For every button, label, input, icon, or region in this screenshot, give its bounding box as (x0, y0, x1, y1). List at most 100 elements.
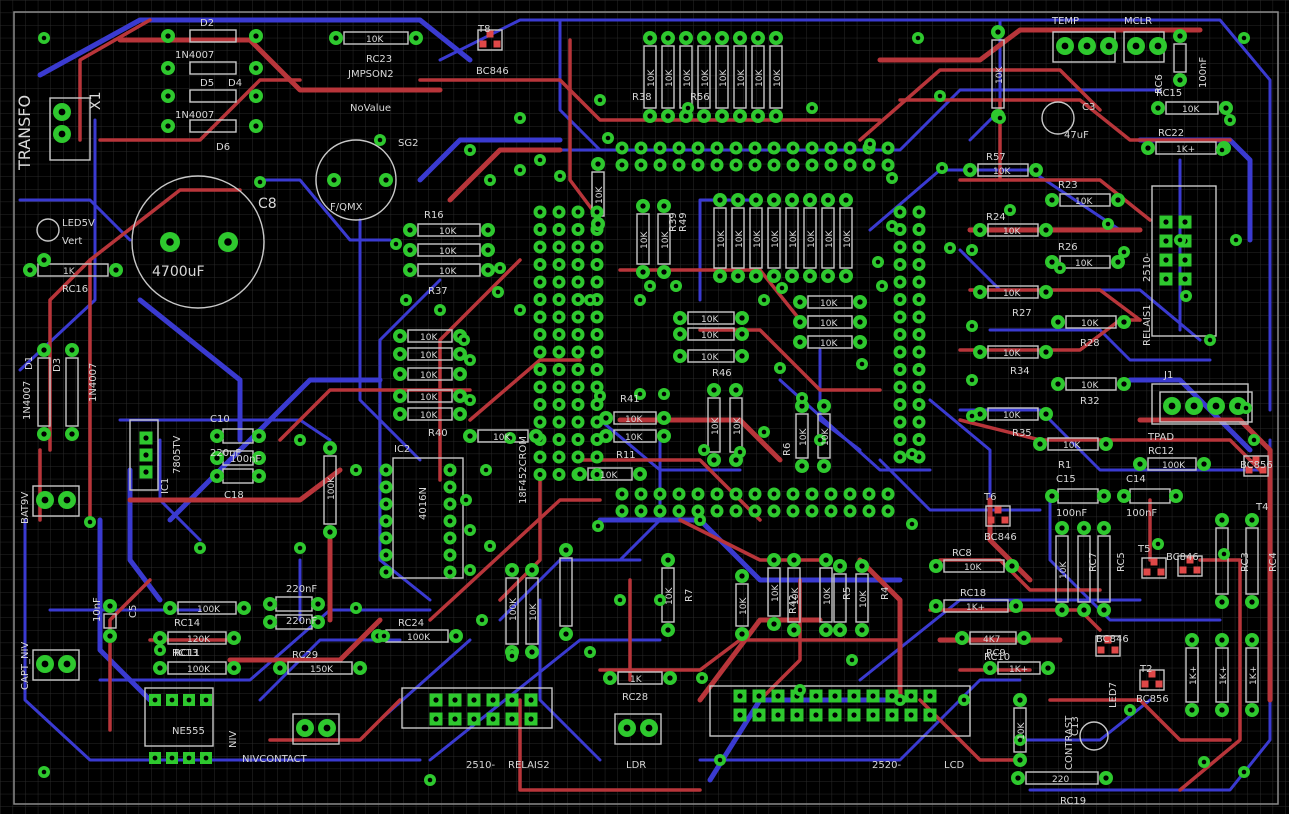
via-8 (594, 94, 606, 106)
via-72 (876, 280, 888, 292)
c14-capacitor-pad (1169, 489, 1183, 503)
resistor-r45-pad2 (707, 453, 721, 467)
rc12-label: RC12 (1148, 446, 1174, 457)
via-10 (806, 102, 818, 114)
t8-transistor-pin (486, 30, 494, 38)
bc846-t5-label: BC846 (1166, 552, 1199, 563)
led5v (36, 218, 60, 242)
bc846-t2-label: BC846 (1096, 634, 1129, 645)
r40-resistor (477, 429, 529, 443)
pic-socket-left-pad (590, 205, 604, 219)
r38-label: R38 (632, 92, 652, 103)
r1-resistor-pad2 (1099, 437, 1113, 451)
r41-label: R41 (620, 394, 640, 405)
rc13-label: RC13 (172, 648, 198, 659)
mclr-terminal-pad (1149, 37, 1167, 55)
pic-socket-left-pad (571, 205, 585, 219)
diode-pad (161, 61, 175, 75)
via-24 (506, 650, 518, 662)
r23-label: R23 (1058, 180, 1078, 191)
resistor-r20-value: 10K (420, 351, 438, 361)
pic-socket-right-pad (893, 345, 907, 359)
resistor-r47-value: 10K (799, 428, 809, 446)
pic-socket-top-pad (634, 158, 648, 172)
resistor-r22-pad1 (393, 389, 407, 403)
capacitor-c220b-pad (263, 615, 277, 629)
resistor-rc0 (1245, 647, 1259, 703)
via-42 (966, 410, 978, 422)
bottom-trace-1 (23, 518, 422, 762)
resistor-array-mid-1-pad2 (731, 269, 745, 283)
pic-socket-left-pad (571, 415, 585, 429)
ic2-pin (443, 497, 457, 511)
resistor-array-mid-7-pad2 (839, 269, 853, 283)
resistor-rc1b-pad1 (1215, 633, 1229, 647)
pic-socket-left-pad (533, 205, 547, 219)
pic-socket-top-pad (748, 158, 762, 172)
resistor-r45-value: 10K (711, 417, 721, 435)
transfo-terminal-pad (53, 103, 71, 121)
via-48 (594, 390, 606, 402)
diode-d1 (37, 357, 51, 427)
via-51 (494, 262, 506, 274)
c8-value-label: 4700uF (152, 264, 205, 280)
rc4-resistor (1245, 527, 1259, 595)
c6-capacitor-pad2 (1173, 73, 1187, 87)
resistor-array-top-7-pad2 (769, 109, 783, 123)
pic-socket-right-pad (893, 293, 907, 306)
lcd-header-pad (923, 689, 937, 703)
via-1 (1238, 32, 1250, 44)
d3-value-label: 1N4007 (88, 363, 99, 402)
r34-resistor-value: 10K (1003, 349, 1021, 359)
r5-resistor-pad2 (833, 623, 847, 637)
r28-resistor-value: 10K (1081, 319, 1099, 329)
bottom-trace-39 (878, 458, 1042, 512)
bc846-t6-label: BC846 (984, 532, 1017, 543)
rc13-resistor (167, 661, 227, 675)
lcd-header-pad (904, 689, 918, 703)
r26-resistor-pad2 (1111, 255, 1125, 269)
pic-socket-left-pad (571, 223, 585, 236)
via-83 (1180, 290, 1192, 302)
top-trace-46 (498, 478, 542, 602)
resistor-r37-pad1 (393, 407, 407, 421)
r39-resistor-value: 10K (640, 231, 650, 249)
resistor-rc26 (525, 577, 539, 645)
top-trace-45 (78, 18, 152, 142)
via-99 (534, 154, 546, 166)
r56-resistor-value: 10K (595, 186, 605, 204)
ne555-pin (200, 694, 212, 706)
d4-value-label: 1N4007 (175, 110, 214, 121)
pic-socket-right-pad (893, 205, 907, 219)
r23-resistor (1059, 193, 1111, 207)
resistor-r29-pad2 (853, 315, 867, 329)
pic-socket-left-pad (533, 345, 547, 359)
pic-socket-bottom-pad (881, 487, 895, 501)
resistor-rc27-value: 100K (327, 476, 337, 500)
pic-socket-left-pad (552, 258, 566, 271)
rc13-resistor-pad1 (153, 661, 167, 675)
r27-resistor-pad2 (1039, 285, 1053, 299)
pic-socket-top-pad (767, 158, 781, 172)
pic-socket-left-pad (571, 240, 585, 254)
via-27 (654, 594, 666, 606)
via-41 (966, 320, 978, 332)
top-trace-7 (568, 38, 602, 222)
resistor-rc20-pad2 (1013, 753, 1027, 767)
resistor-rc20-pad1 (1013, 693, 1027, 707)
pic-socket-top-pad (786, 141, 800, 155)
capacitor-c11-pad (252, 451, 266, 465)
pic-socket-top-pad (805, 158, 819, 172)
resistor-rc1b-pad2 (1215, 703, 1229, 717)
via-38 (1218, 548, 1230, 560)
r34-resistor-pad2 (1039, 345, 1053, 359)
rc28-resistor-value: 1K (630, 675, 643, 685)
top-trace-13 (968, 288, 1142, 322)
c3-capacitor (1041, 101, 1075, 135)
resistor-r47-pad2 (795, 459, 809, 473)
r4-resistor-pad1 (855, 559, 869, 573)
r6-resistor-value: 10K (821, 428, 831, 446)
rc4-resistor-pad2 (1245, 595, 1259, 609)
pic-socket-left-pad (533, 415, 547, 429)
